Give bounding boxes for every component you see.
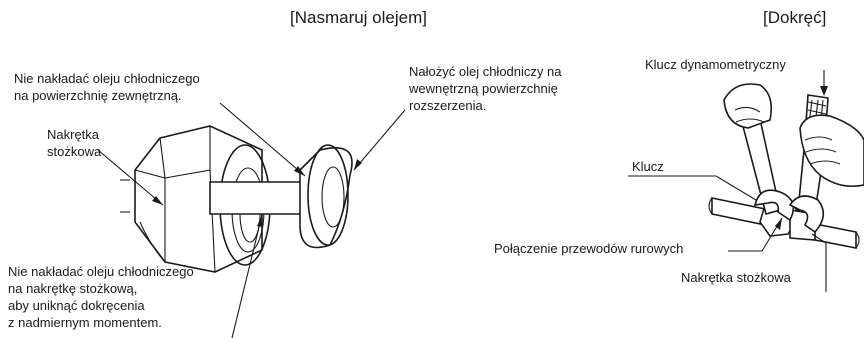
header-tighten: [Dokręć]	[763, 8, 827, 27]
flare-nut-drawing	[120, 125, 353, 273]
leader-lines-left	[97, 102, 406, 338]
label-no-oil-on-nut: Nie nakładać oleju chłodniczego na nakrę…	[8, 264, 194, 330]
leader-lines-right	[628, 70, 828, 292]
header-lubricate: [Nasmaruj olejem]	[290, 8, 427, 27]
label-flare-nut-right: Nakrętka stożkowa	[681, 270, 791, 285]
label-flare-nut: Nakrętka stożkowa	[47, 127, 102, 159]
label-spanner: Klucz	[632, 159, 664, 174]
label-apply-oil-inner-surface: Nałożyć olej chłodniczy na wewnętrzną po…	[409, 64, 562, 113]
label-pipe-joint: Połączenie przewodów rurowych	[494, 241, 684, 256]
wrench-drawing	[708, 83, 864, 249]
label-no-oil-outer-surface: Nie nakładać oleju chłodniczego na powie…	[14, 71, 200, 103]
label-torque-wrench: Klucz dynamometryczny	[645, 57, 786, 72]
